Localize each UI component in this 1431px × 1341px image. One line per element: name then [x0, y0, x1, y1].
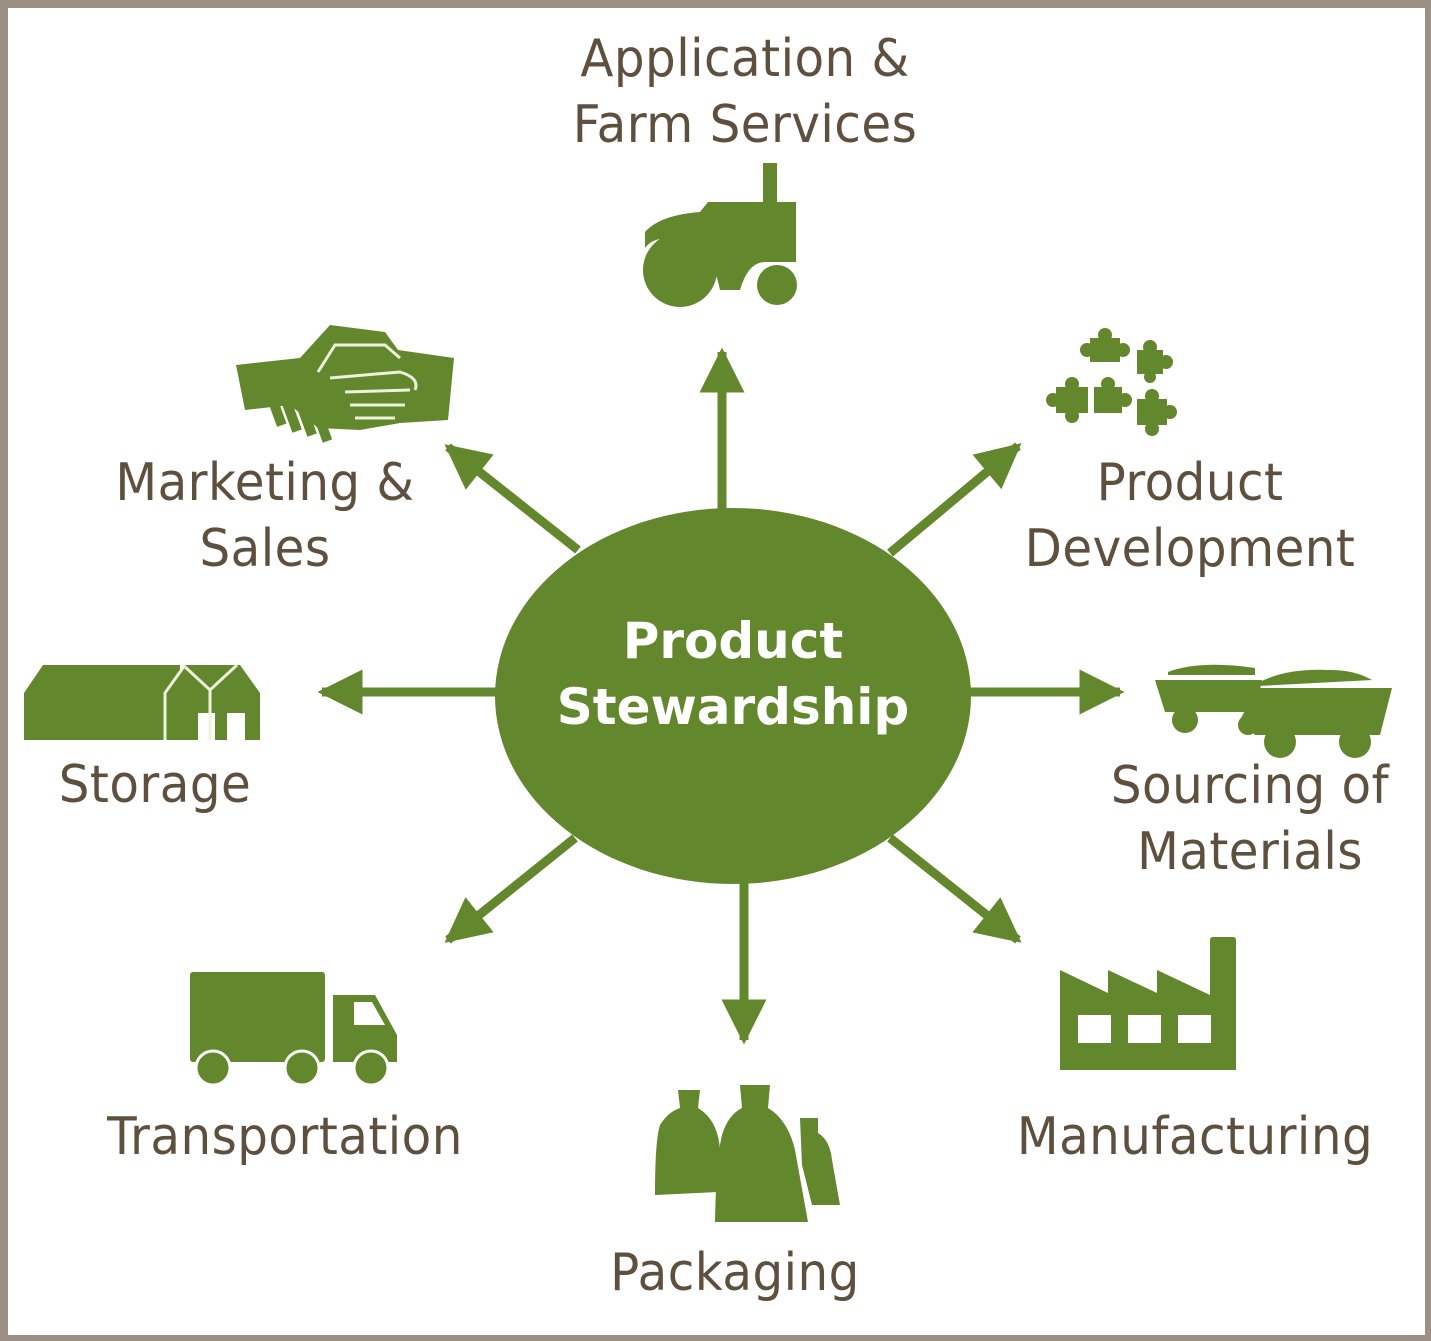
node-sourcing-label: Sourcing of Materials — [1092, 753, 1408, 885]
mining-carts-icon — [1155, 664, 1392, 758]
node-product-development-label: Product Development — [1004, 450, 1376, 582]
node-marketing-line2: Sales — [199, 519, 331, 579]
arrow-to-transportation — [444, 834, 578, 944]
handshake-icon — [236, 325, 454, 443]
sacks-icon — [655, 1085, 840, 1222]
node-transportation-label: Transportation — [94, 1104, 475, 1170]
node-marketing-label: Marketing & Sales — [98, 450, 433, 582]
center-label-line2: Stewardship — [556, 678, 910, 736]
node-product-development-line2: Development — [1024, 519, 1356, 579]
node-marketing-line1: Marketing & — [115, 453, 415, 513]
node-sourcing-line1: Sourcing of — [1110, 756, 1390, 816]
node-manufacturing-label: Manufacturing — [1004, 1104, 1385, 1170]
node-sourcing-line2: Materials — [1137, 822, 1363, 882]
node-application-line1: Application & — [580, 29, 910, 89]
node-manufacturing-line1: Manufacturing — [1016, 1107, 1374, 1167]
arrow-to-product-development — [887, 442, 1022, 557]
node-transportation-line1: Transportation — [107, 1107, 463, 1167]
node-storage-line1: Storage — [58, 755, 252, 815]
node-packaging-label: Packaging — [572, 1240, 898, 1306]
node-packaging-line1: Packaging — [610, 1243, 860, 1303]
center-node-label: Product Stewardship — [495, 608, 971, 740]
arrow-to-manufacturing — [887, 834, 1022, 944]
puzzle-pieces-icon — [1046, 328, 1177, 436]
factory-icon — [1060, 937, 1236, 1070]
node-storage-label: Storage — [39, 752, 272, 818]
warehouse-icon — [24, 663, 260, 740]
node-application-line2: Farm Services — [572, 95, 918, 155]
truck-icon — [190, 972, 397, 1087]
tractor-icon — [643, 163, 797, 307]
center-label-line1: Product — [622, 612, 844, 670]
arrows — [317, 347, 1125, 1045]
arrow-to-marketing — [444, 443, 581, 554]
node-application-label: Application & Farm Services — [536, 26, 955, 158]
center-node-ellipse — [495, 508, 971, 884]
node-product-development-line1: Product — [1096, 453, 1284, 513]
